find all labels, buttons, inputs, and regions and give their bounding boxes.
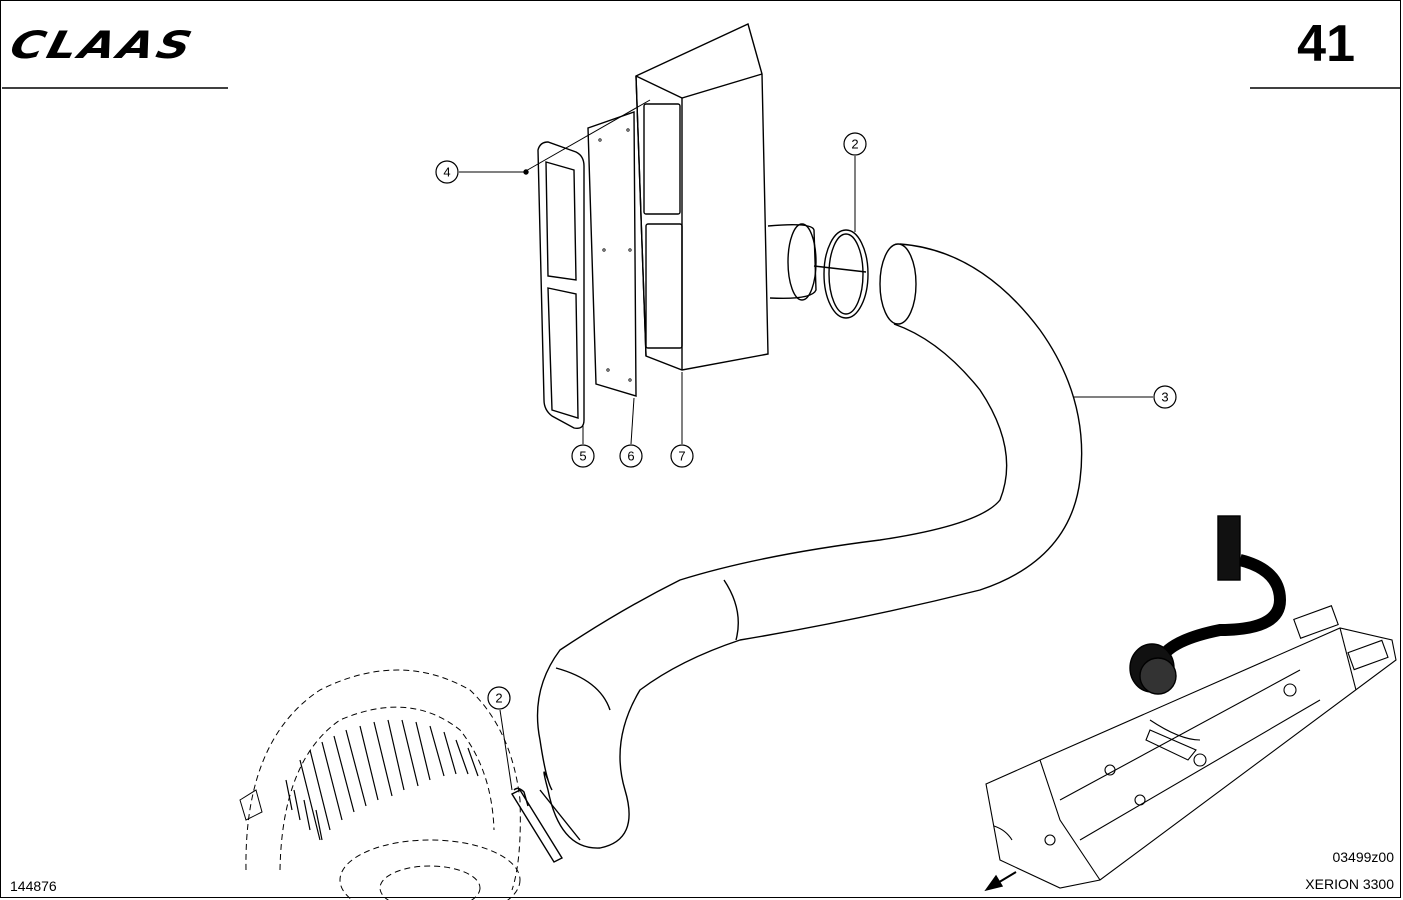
hose-clamp-upper [823, 229, 869, 319]
svg-text:2: 2 [851, 137, 858, 152]
callout-3: 3 [1153, 385, 1177, 409]
air-hose [536, 243, 1083, 849]
callout-4: 4 [435, 160, 459, 184]
inset-frame [985, 605, 1397, 889]
svg-text:6: 6 [627, 449, 634, 464]
svg-text:2: 2 [495, 691, 502, 706]
drawing-code: 03499z00 [1332, 849, 1394, 865]
cover-plate [587, 111, 637, 397]
callout-7: 7 [670, 444, 694, 468]
page-number: 41 [1297, 15, 1355, 73]
callout-6: 6 [619, 444, 643, 468]
gasket-frame [537, 141, 585, 430]
svg-text:7: 7 [678, 449, 685, 464]
svg-text:3: 3 [1161, 390, 1168, 405]
callout-5: 5 [571, 444, 595, 468]
leader-lines [459, 99, 1153, 791]
duct-housing [635, 23, 817, 371]
model-name: XERION 3300 [1305, 876, 1394, 892]
inset-black-hose [1129, 515, 1287, 695]
callout-2-lower: 2 [487, 686, 511, 710]
callouts: 2 2 3 4 5 6 7 [435, 132, 1177, 710]
rotary-screen [239, 669, 521, 900]
screen-perforations [285, 719, 479, 841]
callout-2-upper: 2 [843, 132, 867, 156]
svg-text:4: 4 [443, 165, 450, 180]
figure-id: 144876 [10, 878, 57, 894]
hose-clamp-lower [511, 787, 563, 863]
svg-text:5: 5 [579, 449, 586, 464]
